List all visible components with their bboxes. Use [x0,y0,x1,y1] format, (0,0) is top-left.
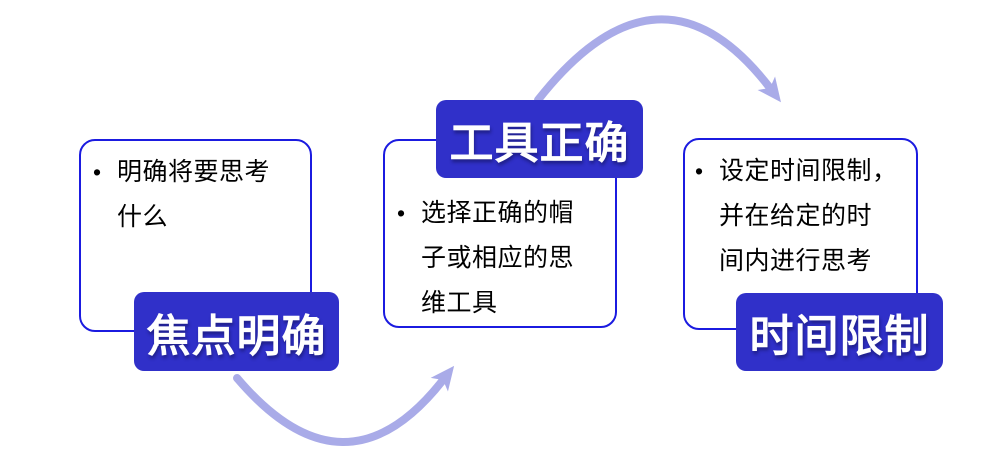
curved-arrow-top [534,15,781,104]
bullet-dot: • [93,159,102,185]
arrow-curve [233,365,455,446]
bullet-item: • 设定时间限制， 并在给定的时 间内进行思考 [695,149,910,284]
curved-arrow-bottom [233,365,455,446]
step-description: 明确将要思考 什么 [117,158,271,231]
step-label-text: 工具正确 [449,119,630,168]
arrow-curve [534,15,781,104]
step-description: 设定时间限制， 并在给定的时 间内进行思考 [719,157,898,275]
step-label-text: 时间限制 [749,312,930,361]
step-label-tools: 工具正确 [436,100,643,178]
bullet-dot: • [397,200,406,226]
bullet-item: • 明确将要思考 什么 [93,150,302,240]
step-label-text: 焦点明确 [146,311,327,361]
bullet-dot: • [695,158,704,184]
step-label-focus: 焦点明确 [134,292,339,371]
step-description: 选择正确的帽 子或相应的思 维工具 [421,199,575,317]
bullet-item: • 选择正确的帽 子或相应的思 维工具 [397,191,607,326]
step-label-time: 时间限制 [736,293,943,371]
